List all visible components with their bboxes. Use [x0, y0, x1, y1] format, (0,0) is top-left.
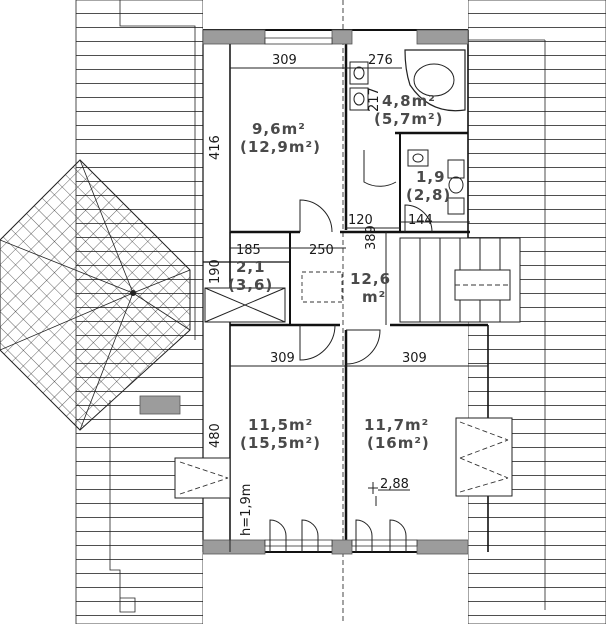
- area-alt-room-top-left: (12,9m²): [240, 138, 321, 156]
- doors: [269, 150, 433, 552]
- dimension-lines: [229, 44, 488, 552]
- bathroom-fixtures: [349, 49, 466, 215]
- ceiling-height-label: h=1,9m: [239, 484, 254, 536]
- area-alt-wc: (2,8): [406, 186, 451, 204]
- area-alt-hall: m²: [362, 288, 386, 306]
- dim-wc-partition: 120: [348, 213, 373, 228]
- dim-bath-height: 217: [367, 87, 382, 112]
- area-alt-room-bottom-right: (16m²): [367, 434, 430, 452]
- dim-hall-width: 250: [309, 243, 334, 258]
- area-alt-closet: (3,6): [228, 276, 273, 294]
- dim-bottom-right-width: 309: [402, 351, 427, 366]
- area-room-bottom-left: 11,5m²: [248, 416, 313, 434]
- area-room-bottom-right: 11,7m²: [364, 416, 429, 434]
- windows: [202, 29, 469, 555]
- dim-top-left-height: 416: [208, 135, 223, 160]
- dim-bottom-left-width: 309: [270, 351, 295, 366]
- area-bathroom: 4,8m²: [382, 92, 436, 110]
- area-wc: 1,9: [416, 168, 446, 186]
- wardrobes: [174, 271, 513, 499]
- level-marker: [368, 482, 410, 506]
- area-hall: 12,6: [350, 270, 391, 288]
- level-label: 2,88: [380, 477, 409, 492]
- area-alt-room-bottom-left: (15,5m²): [240, 434, 321, 452]
- dim-hall-depth: 389: [364, 225, 379, 250]
- dim-bottom-left-height: 480: [208, 423, 223, 448]
- area-closet: 2,1: [236, 258, 266, 276]
- dim-closet-width: 185: [236, 243, 261, 258]
- dormer-hip-roof: [0, 159, 191, 431]
- dim-bath-width: 276: [368, 53, 393, 68]
- area-alt-bathroom: (5,7m²): [374, 110, 443, 128]
- dim-closet-height: 190: [208, 259, 223, 284]
- dim-top-left-width: 309: [272, 53, 297, 68]
- chimney: [139, 395, 181, 415]
- area-room-top-left: 9,6m²: [252, 120, 306, 138]
- dim-wc-width: 144: [408, 213, 433, 228]
- staircase: [399, 237, 521, 323]
